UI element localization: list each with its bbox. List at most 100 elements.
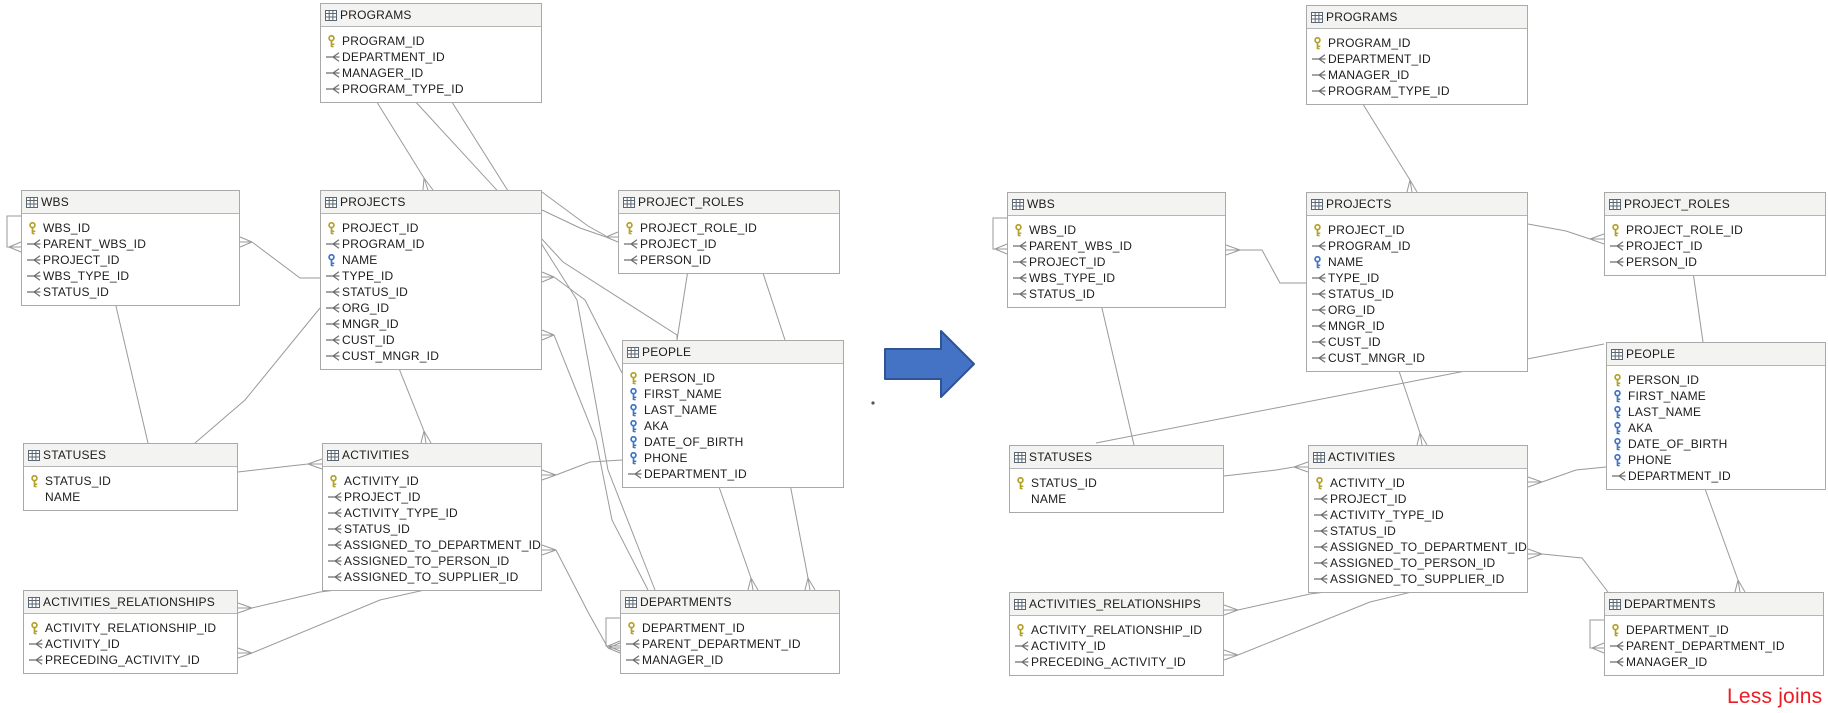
table-header-project_roles[interactable]: PROJECT_ROLES <box>619 191 839 214</box>
table-activities_relationships-right[interactable]: ACTIVITIES_RELATIONSHIPS ACTIVITY_RELATI… <box>1009 592 1224 676</box>
table-header-activities_relationships[interactable]: ACTIVITIES_RELATIONSHIPS <box>1010 593 1223 616</box>
column-projects-program_id[interactable]: PROGRAM_ID <box>1307 238 1527 254</box>
column-people-department_id[interactable]: DEPARTMENT_ID <box>1607 468 1825 484</box>
column-programs-program_type_id[interactable]: PROGRAM_TYPE_ID <box>321 81 541 97</box>
column-wbs-project_id[interactable]: PROJECT_ID <box>1008 254 1225 270</box>
column-projects-cust_mngr_id[interactable]: CUST_MNGR_ID <box>1307 350 1527 366</box>
column-people-last_name[interactable]: LAST_NAME <box>623 402 843 418</box>
table-statuses-right[interactable]: STATUSES STATUS_ID NAME <box>1009 445 1224 513</box>
column-activities-project_id[interactable]: PROJECT_ID <box>323 489 541 505</box>
column-projects-mngr_id[interactable]: MNGR_ID <box>321 316 541 332</box>
column-wbs-status_id[interactable]: STATUS_ID <box>1008 286 1225 302</box>
column-people-phone[interactable]: PHONE <box>1607 452 1825 468</box>
column-activities-activity_id[interactable]: ACTIVITY_ID <box>323 473 541 489</box>
table-header-statuses[interactable]: STATUSES <box>24 444 237 467</box>
column-activities-assigned_to_person_id[interactable]: ASSIGNED_TO_PERSON_ID <box>1309 555 1527 571</box>
column-people-date_of_birth[interactable]: DATE_OF_BIRTH <box>623 434 843 450</box>
column-people-last_name[interactable]: LAST_NAME <box>1607 404 1825 420</box>
column-people-aka[interactable]: AKA <box>1607 420 1825 436</box>
table-projects-right[interactable]: PROJECTS PROJECT_ID PROGRAM_ID NAME <box>1306 192 1528 372</box>
table-header-people[interactable]: PEOPLE <box>1607 343 1825 366</box>
column-wbs-wbs_id[interactable]: WBS_ID <box>1008 222 1225 238</box>
column-activities-assigned_to_department_id[interactable]: ASSIGNED_TO_DEPARTMENT_ID <box>1309 539 1527 555</box>
column-activities-activity_type_id[interactable]: ACTIVITY_TYPE_ID <box>1309 507 1527 523</box>
table-header-statuses[interactable]: STATUSES <box>1010 446 1223 469</box>
column-activities-assigned_to_supplier_id[interactable]: ASSIGNED_TO_SUPPLIER_ID <box>323 569 541 585</box>
table-header-wbs[interactable]: WBS <box>1008 193 1225 216</box>
column-projects-org_id[interactable]: ORG_ID <box>1307 302 1527 318</box>
table-header-programs[interactable]: PROGRAMS <box>1307 6 1527 29</box>
table-wbs-right[interactable]: WBS WBS_ID PARENT_WBS_ID PROJECT_ID W <box>1007 192 1226 308</box>
table-header-projects[interactable]: PROJECTS <box>321 191 541 214</box>
column-projects-status_id[interactable]: STATUS_ID <box>321 284 541 300</box>
column-activities-assigned_to_supplier_id[interactable]: ASSIGNED_TO_SUPPLIER_ID <box>1309 571 1527 587</box>
column-wbs-project_id[interactable]: PROJECT_ID <box>22 252 239 268</box>
column-activities_relationships-activity_relationship_id[interactable]: ACTIVITY_RELATIONSHIP_ID <box>24 620 237 636</box>
column-statuses-status_id[interactable]: STATUS_ID <box>24 473 237 489</box>
table-wbs-left[interactable]: WBS WBS_ID PARENT_WBS_ID PROJECT_ID W <box>21 190 240 306</box>
column-programs-department_id[interactable]: DEPARTMENT_ID <box>321 49 541 65</box>
column-activities-activity_id[interactable]: ACTIVITY_ID <box>1309 475 1527 491</box>
table-header-activities[interactable]: ACTIVITIES <box>1309 446 1527 469</box>
column-departments-manager_id[interactable]: MANAGER_ID <box>621 652 839 668</box>
column-project_roles-project_id[interactable]: PROJECT_ID <box>619 236 839 252</box>
table-header-wbs[interactable]: WBS <box>22 191 239 214</box>
column-departments-manager_id[interactable]: MANAGER_ID <box>1605 654 1823 670</box>
column-projects-cust_id[interactable]: CUST_ID <box>321 332 541 348</box>
column-statuses-name[interactable]: NAME <box>1010 491 1223 507</box>
column-activities-assigned_to_person_id[interactable]: ASSIGNED_TO_PERSON_ID <box>323 553 541 569</box>
table-departments-left[interactable]: DEPARTMENTS DEPARTMENT_ID PARENT_DEPARTM… <box>620 590 840 674</box>
column-departments-parent_department_id[interactable]: PARENT_DEPARTMENT_ID <box>621 636 839 652</box>
table-activities-right[interactable]: ACTIVITIES ACTIVITY_ID PROJECT_ID ACTIVI… <box>1308 445 1528 593</box>
column-people-phone[interactable]: PHONE <box>623 450 843 466</box>
table-project_roles-left[interactable]: PROJECT_ROLES PROJECT_ROLE_ID PROJECT_ID… <box>618 190 840 274</box>
column-programs-department_id[interactable]: DEPARTMENT_ID <box>1307 51 1527 67</box>
column-activities_relationships-activity_id[interactable]: ACTIVITY_ID <box>24 636 237 652</box>
table-header-activities_relationships[interactable]: ACTIVITIES_RELATIONSHIPS <box>24 591 237 614</box>
column-project_roles-person_id[interactable]: PERSON_ID <box>1605 254 1825 270</box>
table-header-people[interactable]: PEOPLE <box>623 341 843 364</box>
column-departments-department_id[interactable]: DEPARTMENT_ID <box>621 620 839 636</box>
column-activities_relationships-preceding_activity_id[interactable]: PRECEDING_ACTIVITY_ID <box>24 652 237 668</box>
table-header-departments[interactable]: DEPARTMENTS <box>1605 593 1823 616</box>
table-header-departments[interactable]: DEPARTMENTS <box>621 591 839 614</box>
column-wbs-wbs_id[interactable]: WBS_ID <box>22 220 239 236</box>
column-people-aka[interactable]: AKA <box>623 418 843 434</box>
column-projects-mngr_id[interactable]: MNGR_ID <box>1307 318 1527 334</box>
column-people-first_name[interactable]: FIRST_NAME <box>1607 388 1825 404</box>
column-activities_relationships-activity_id[interactable]: ACTIVITY_ID <box>1010 638 1223 654</box>
column-projects-cust_mngr_id[interactable]: CUST_MNGR_ID <box>321 348 541 364</box>
column-projects-status_id[interactable]: STATUS_ID <box>1307 286 1527 302</box>
column-programs-manager_id[interactable]: MANAGER_ID <box>1307 67 1527 83</box>
column-wbs-parent_wbs_id[interactable]: PARENT_WBS_ID <box>22 236 239 252</box>
table-activities-left[interactable]: ACTIVITIES ACTIVITY_ID PROJECT_ID ACTIVI… <box>322 443 542 591</box>
column-activities-project_id[interactable]: PROJECT_ID <box>1309 491 1527 507</box>
column-wbs-parent_wbs_id[interactable]: PARENT_WBS_ID <box>1008 238 1225 254</box>
table-programs-right[interactable]: PROGRAMS PROGRAM_ID DEPARTMENT_ID MANAGE… <box>1306 5 1528 105</box>
column-people-first_name[interactable]: FIRST_NAME <box>623 386 843 402</box>
column-wbs-wbs_type_id[interactable]: WBS_TYPE_ID <box>22 268 239 284</box>
column-programs-manager_id[interactable]: MANAGER_ID <box>321 65 541 81</box>
column-projects-org_id[interactable]: ORG_ID <box>321 300 541 316</box>
table-header-programs[interactable]: PROGRAMS <box>321 4 541 27</box>
column-programs-program_id[interactable]: PROGRAM_ID <box>1307 35 1527 51</box>
column-projects-cust_id[interactable]: CUST_ID <box>1307 334 1527 350</box>
column-activities-activity_type_id[interactable]: ACTIVITY_TYPE_ID <box>323 505 541 521</box>
column-projects-type_id[interactable]: TYPE_ID <box>321 268 541 284</box>
table-activities_relationships-left[interactable]: ACTIVITIES_RELATIONSHIPS ACTIVITY_RELATI… <box>23 590 238 674</box>
column-projects-type_id[interactable]: TYPE_ID <box>1307 270 1527 286</box>
column-departments-department_id[interactable]: DEPARTMENT_ID <box>1605 622 1823 638</box>
column-people-department_id[interactable]: DEPARTMENT_ID <box>623 466 843 482</box>
column-programs-program_id[interactable]: PROGRAM_ID <box>321 33 541 49</box>
table-projects-left[interactable]: PROJECTS PROJECT_ID PROGRAM_ID NAME <box>320 190 542 370</box>
column-project_roles-project_role_id[interactable]: PROJECT_ROLE_ID <box>1605 222 1825 238</box>
column-statuses-status_id[interactable]: STATUS_ID <box>1010 475 1223 491</box>
column-projects-project_id[interactable]: PROJECT_ID <box>1307 222 1527 238</box>
table-people-right[interactable]: PEOPLE PERSON_ID FIRST_NAME LAST_NAME <box>1606 342 1826 490</box>
column-activities_relationships-preceding_activity_id[interactable]: PRECEDING_ACTIVITY_ID <box>1010 654 1223 670</box>
column-people-person_id[interactable]: PERSON_ID <box>623 370 843 386</box>
table-project_roles-right[interactable]: PROJECT_ROLES PROJECT_ROLE_ID PROJECT_ID… <box>1604 192 1826 276</box>
table-header-project_roles[interactable]: PROJECT_ROLES <box>1605 193 1825 216</box>
column-wbs-wbs_type_id[interactable]: WBS_TYPE_ID <box>1008 270 1225 286</box>
table-header-activities[interactable]: ACTIVITIES <box>323 444 541 467</box>
